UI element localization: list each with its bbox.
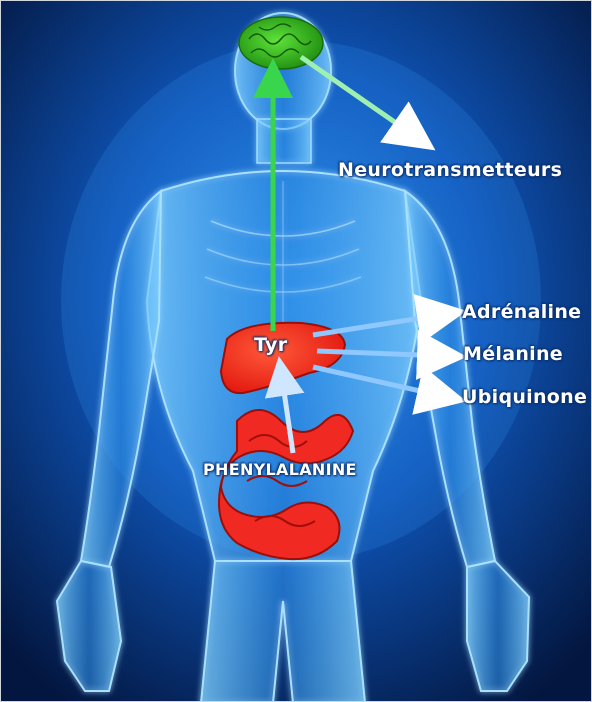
label-ubiquinone: Ubiquinone [462,386,587,408]
label-phenylalanine: PHENYLALANINE [203,460,357,479]
label-tyrosine: Tyr [254,334,287,356]
label-neurotransmitters: Neurotransmetteurs [338,159,562,181]
label-adrenaline: Adrénaline [462,301,581,323]
label-melanine: Mélanine [463,343,563,365]
